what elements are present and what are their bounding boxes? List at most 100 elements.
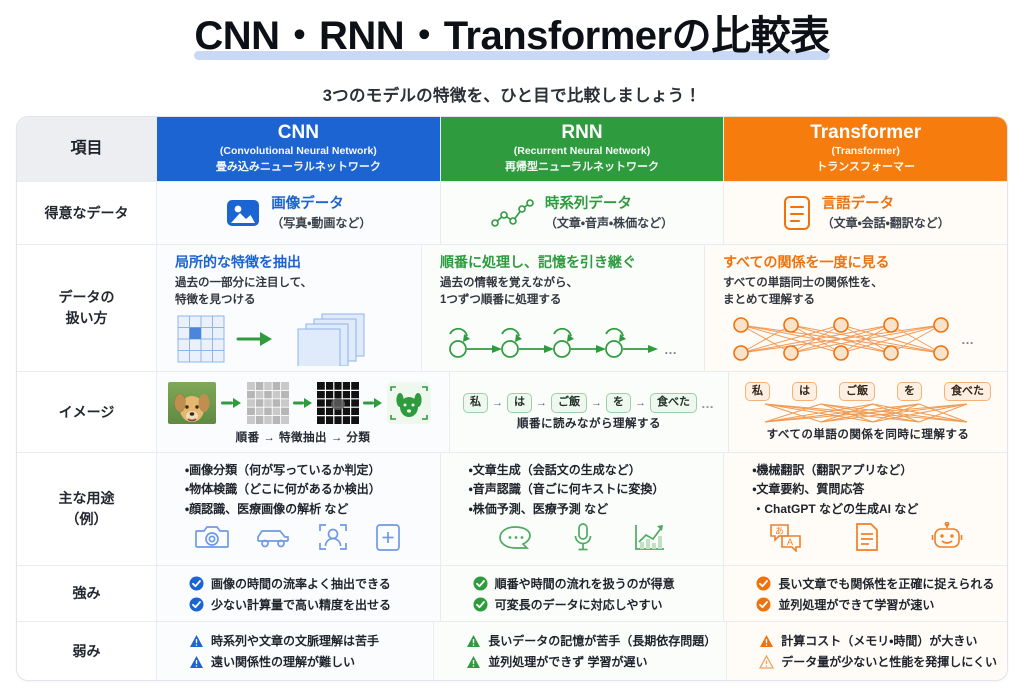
row-label-strength: 強み: [17, 566, 157, 621]
handling-body-cnn-line1: 過去の一部分に注目して、: [175, 276, 313, 289]
image-caption-cnn: 順番 → 特徴抽出 → 分類: [235, 432, 371, 444]
strength-item: 順番や時間の流れを扱うのが得意: [473, 575, 714, 592]
list-item: ・機械翻訳（翻訳アプリなど）: [752, 463, 913, 477]
table-row-image: イメージ: [17, 371, 1007, 452]
chat-bubble-icon: [498, 523, 532, 551]
warning-triangle-icon: [759, 634, 774, 648]
table-row-handling: データの 扱い方 局所的な特徴を抽出 過去の一部分に注目して、 特徴を見つける: [17, 244, 1007, 371]
cell-weakness-rnn: 長いデータの記憶が苦手（長期依存問題） 並列処理ができず 学習が遅い: [434, 622, 728, 680]
good-data-title-cnn: 画像データ: [271, 195, 344, 212]
header-jp-rnn: 再帰型ニューラルネットワーク: [505, 160, 659, 173]
microphone-icon: [572, 522, 594, 552]
handling-title-cnn: 局所的な特徴を抽出: [175, 254, 301, 270]
token-4: 食べた: [650, 393, 697, 413]
header-cell-transformer: Transformer (Transformer) トランスフォーマー: [724, 117, 1007, 181]
warning-triangle-icon: [189, 655, 204, 669]
token-0: 私: [745, 382, 770, 402]
tokens-trailing-dots: …: [701, 395, 715, 411]
strength-item: 並列処理ができて学習が速い: [756, 596, 997, 613]
infographic-page: CNN・RNN・Transformerの比較表 3つのモデルの特徴を、ひと目で比…: [0, 6, 1024, 689]
usage-icons-transformer: あ A: [734, 522, 997, 553]
cell-weakness-transformer: 計算コスト（メモリ・時間）が大きい データ量が少ないと性能を発揮しにくい: [727, 622, 1007, 680]
header-cell-rnn: RNN (Recurrent Neural Network) 再帰型ニューラルネ…: [440, 117, 725, 181]
list-item: ・音声認識（音ごに何キストに変換）: [468, 482, 665, 497]
comparison-table: 項目 CNN (Convolutional Neural Network) 畳み…: [16, 116, 1008, 681]
handling-body-rnn-line1: 過去の情報を覚えながら、: [440, 276, 578, 289]
good-data-sub-transformer: （文章・会話・翻訳など）: [821, 216, 950, 231]
usage-list-cnn: ・画像分類（何が写っているか判定） ・物体検識（どこに何があるか検出） ・顔認識…: [167, 459, 430, 519]
weakness-item: 長いデータの記憶が苦手（長期依存問題）: [466, 632, 716, 649]
row-label-handling: データの 扱い方: [17, 245, 157, 371]
weakness-item: 時系列や文章の文脈理解は苦手: [189, 632, 423, 649]
svg-text:A: A: [787, 537, 793, 547]
strength-item: 画像の時間の流率よく抽出できる: [189, 575, 430, 592]
fully-connected-attention-diagram: …: [723, 309, 993, 367]
cell-strength-transformer: 長い文章でも関係性を正確に捉えられる 並列処理ができて学習が速い: [724, 566, 1007, 621]
token-0: 私: [463, 393, 488, 413]
header-jp-cnn: 畳み込みニューラルネットワーク: [215, 160, 381, 173]
warning-triangle-icon: [466, 634, 481, 648]
check-circle-icon: [756, 597, 771, 612]
token-arrow-icon: →: [492, 397, 503, 409]
cell-handling-rnn: 順番に処理し、記憶を引き継ぐ 過去の情報を覚えながら、 1つずつ順番に処理する: [422, 245, 705, 371]
svg-text:あ: あ: [775, 526, 784, 536]
cell-handling-cnn: 局所的な特徴を抽出 過去の一部分に注目して、 特徴を見つける: [157, 245, 422, 371]
list-item: ・株価予測、医療予測 など: [468, 501, 609, 516]
cell-good-data-cnn: 画像データ （写真・動画など）: [157, 182, 441, 244]
good-data-title-transformer: 言語データ: [821, 195, 895, 212]
token-2: ご飯: [839, 382, 875, 402]
strength-item: 可変長のデータに対応しやすい: [473, 596, 714, 613]
cell-handling-transformer: すべての関係を一度に見る すべての単語同士の関係性を、 まとめて理解する: [705, 245, 1007, 371]
cell-usage-transformer: ・機械翻訳（翻訳アプリなど） ・文章要約、質問応答 ・ChatGPT などの生成…: [724, 453, 1007, 565]
row-label-good-data: 得意なデータ: [17, 182, 157, 244]
token-arrow-icon: →: [635, 397, 646, 409]
image-caption-transformer: すべての単語の関係を同時に理解する: [766, 429, 970, 441]
page-title: CNN・RNN・Transformerの比較表: [194, 14, 830, 58]
recurrent-chain-diagram: …: [440, 309, 690, 367]
token-2: ご飯: [551, 393, 587, 413]
strength-item: 少ない計算量で高い精度を出せる: [189, 596, 430, 613]
cell-usage-rnn: ・文章生成（会話文の生成など） ・音声認識（音ごに何キストに変換） ・株価予測、…: [440, 453, 725, 565]
weakness-item: データ量が少ないと性能を発揮しにくい: [759, 653, 997, 670]
row-label-usage: 主な用途 （例）: [17, 453, 157, 565]
usage-icons-cnn: [167, 522, 430, 552]
row-label-image: イメージ: [17, 372, 157, 452]
car-icon: [255, 525, 291, 549]
translate-icon: あ A: [769, 522, 803, 553]
list-item: ・物体検識（どこに何があるか検出）: [185, 482, 381, 497]
camera-icon: [195, 523, 230, 551]
dog-photo-to-classified-diagram: [167, 379, 439, 427]
cell-strength-cnn: 画像の時間の流率よく抽出できる 少ない計算量で高い精度を出せる: [157, 566, 441, 621]
strength-text: 少ない計算量で高い精度を出せる: [211, 597, 392, 612]
medical-clipboard-icon: [375, 522, 401, 552]
line-chart-icon: [491, 197, 535, 229]
strength-text: 画像の時間の流率よく抽出できる: [211, 576, 391, 591]
token-arrow-icon: →: [591, 397, 602, 409]
weakness-text: 遠い関係性の理解が難しい: [211, 655, 356, 669]
cell-good-data-transformer: 言語データ （文章・会話・翻訳など）: [724, 182, 1007, 244]
title-underline: [194, 51, 830, 60]
attention-trailing-dots: …: [961, 332, 975, 347]
weakness-text: 時系列や文章の文脈理解は苦手: [211, 634, 380, 648]
header-en-cnn: (Convolutional Neural Network): [219, 144, 377, 157]
cell-image-cnn: 順番 → 特徴抽出 → 分類: [157, 372, 450, 452]
row-label-usage-line1: 主な用途: [58, 490, 115, 506]
token-3: を: [606, 393, 631, 413]
row-label-handling-line2: 扱い方: [65, 310, 108, 326]
good-data-sub-rnn: （文章・音声・株価など）: [544, 216, 674, 231]
cell-image-transformer: 私 は ご飯 を 食べた すべての単語の関係を同時に理解する: [729, 372, 1007, 452]
token-1: は: [507, 393, 532, 413]
handling-body-transformer-line1: すべての単語同士の関係性を、: [723, 276, 883, 289]
all-pairs-tokens-diagram: 私 は ご飯 を 食べた: [743, 382, 993, 428]
usage-list-transformer: ・機械翻訳（翻訳アプリなど） ・文章要約、質問応答 ・ChatGPT などの生成…: [734, 459, 997, 519]
table-row-good-data: 得意なデータ 画像データ （写真・動画など）: [17, 181, 1007, 244]
check-circle-icon: [473, 597, 488, 612]
cell-strength-rnn: 順番や時間の流れを扱うのが得意 可変長のデータに対応しやすい: [440, 566, 725, 621]
page-subtitle: 3つのモデルの特徴を、ひと目で比較しましょう！: [322, 87, 702, 105]
header-jp-transformer: トランスフォーマー: [816, 160, 916, 173]
strength-item: 長い文章でも関係性を正確に捉えられる: [756, 575, 997, 592]
weakness-text: 長いデータの記憶が苦手（長期依存問題）: [488, 634, 717, 648]
usage-list-rnn: ・文章生成（会話文の生成など） ・音声認識（音ごに何キストに変換） ・株価予測、…: [451, 459, 714, 519]
row-label-weakness: 弱み: [17, 622, 157, 680]
row-label-usage-line2: （例）: [65, 511, 108, 527]
